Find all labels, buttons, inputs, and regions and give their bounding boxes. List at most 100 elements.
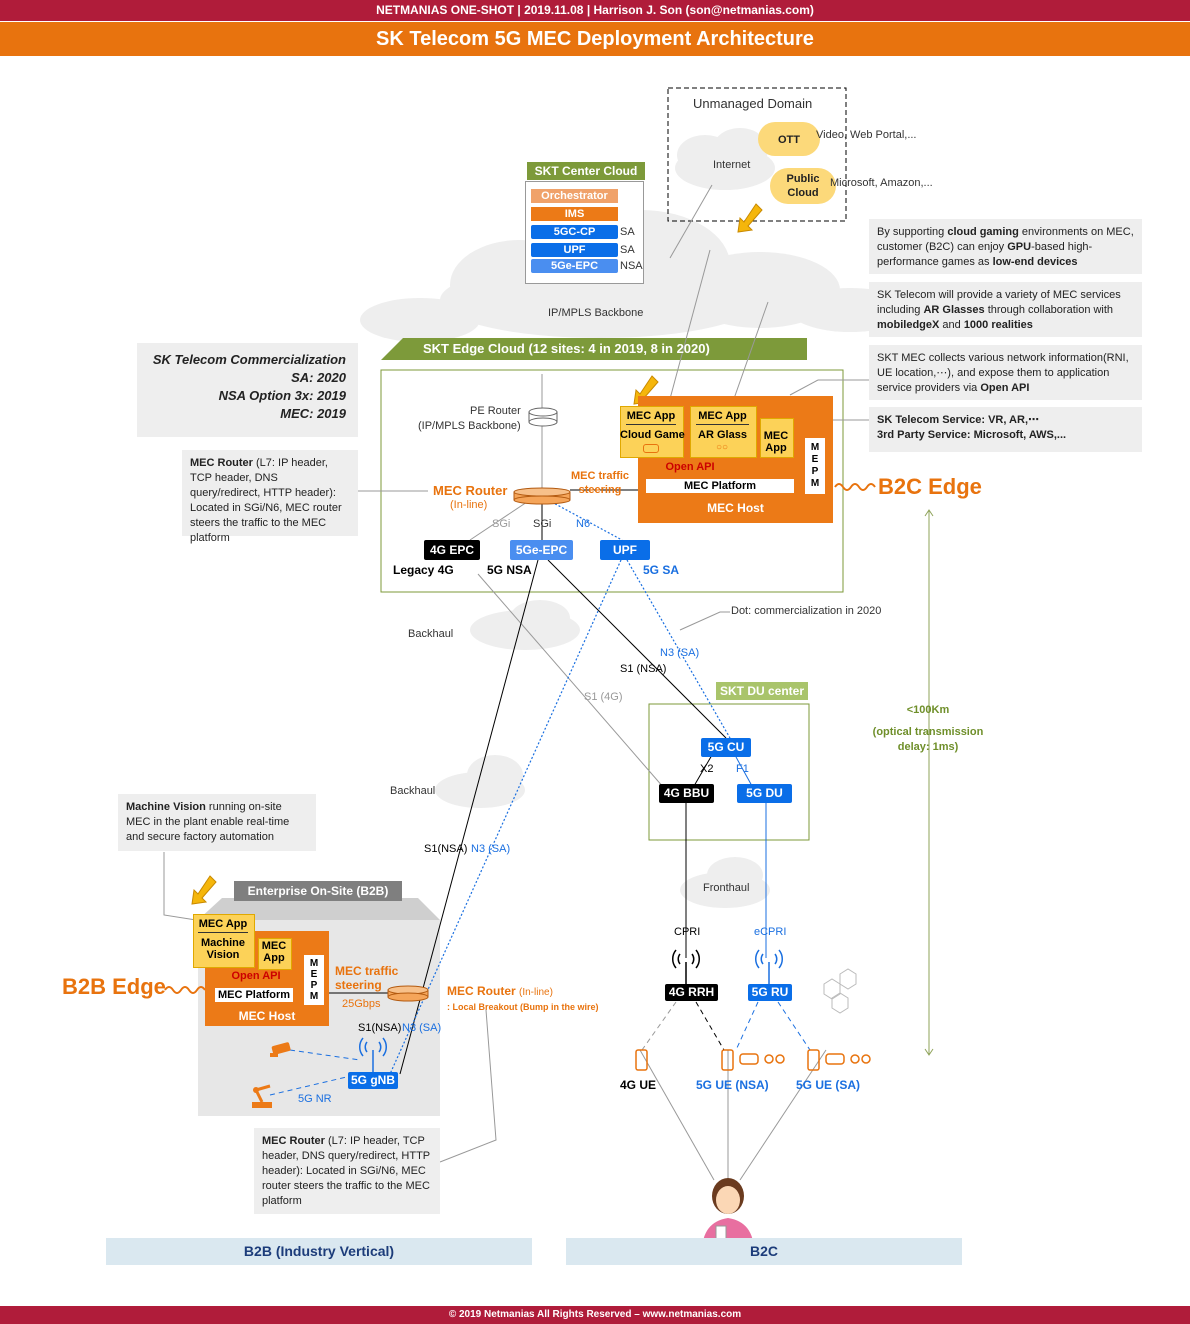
mec-platform-box: MEC Platform	[215, 988, 293, 1002]
upf-box: UPF	[600, 540, 650, 560]
mec-app-cloud-game[interactable]	[620, 406, 684, 458]
x2-label: X2	[700, 763, 714, 775]
open-api-label: Open API	[231, 970, 281, 982]
mec-router-inline: (In-line)	[450, 499, 488, 511]
mec-app-title: MEC App	[698, 410, 747, 422]
5g-nsa-label: 5G NSA	[487, 563, 532, 577]
vr-headset-icon	[739, 1053, 759, 1065]
n6-label: N6	[576, 518, 591, 530]
enterprise-onsite-title: Enterprise On-Site (B2B)	[234, 881, 402, 901]
b2b-section-label: B2B (Industry Vertical)	[106, 1238, 532, 1265]
s1-nsa-label: S1(NSA)	[358, 1022, 402, 1034]
s1-nsa-label: S1(NSA)	[424, 843, 468, 855]
hexagon-icon	[823, 968, 857, 1014]
s1-nsa-label: S1 (NSA)	[620, 663, 667, 675]
mec-router-label: MEC Router	[433, 483, 508, 498]
robot-arm-icon	[252, 1084, 272, 1108]
backbone-label: IP/MPLS Backbone	[548, 307, 644, 319]
ott-description: Video, Web Portal,...	[816, 129, 917, 141]
4g-ue-label: 4G UE	[620, 1078, 657, 1092]
mec-services-note: SK Telecom will provide a variety of MEC…	[869, 282, 1142, 337]
cloud-game-label: Cloud Game	[620, 429, 685, 441]
fronthaul-label: Fronthaul	[703, 882, 750, 894]
backhaul-label: Backhaul	[390, 785, 436, 797]
vr-headset-icon	[825, 1053, 845, 1065]
mec-app-ar-glass[interactable]	[690, 406, 757, 458]
cloud-gaming-note: By supporting cloud gaming environments …	[869, 219, 1142, 274]
open-api-note: SKT MEC collects various network informa…	[869, 345, 1142, 400]
mec-router-note: MEC Router (L7: IP header, TCP header, D…	[182, 450, 358, 544]
5gc-cp-box: 5GC-CP	[531, 225, 618, 239]
5ge-epc-box: 5Ge-EPC	[510, 540, 573, 560]
ott-label: OTT	[778, 134, 800, 146]
ott-cloud-icon	[758, 122, 820, 156]
service-list-note: SK Telecom Service: VR, AR,⋯3rd Party Se…	[869, 407, 1142, 452]
dot-note: Dot: commercialization in 2020	[731, 605, 882, 617]
internet-cloud	[675, 128, 775, 190]
center-cloud-title: SKT Center Cloud	[527, 162, 645, 180]
mec-router-icon	[513, 487, 571, 505]
cpri-label: CPRI	[674, 926, 701, 938]
b2b-mec-router-note: MEC Router (L7: IP header, TCP header, D…	[254, 1128, 440, 1214]
unmanaged-domain-title: Unmanaged Domain	[693, 96, 813, 111]
ru-antenna-icon	[755, 949, 783, 984]
5g-gnb-box: 5G gNB	[348, 1072, 398, 1089]
b2c-edge-label: B2C Edge	[878, 474, 982, 499]
5g-ue-sa-label: 5G UE (SA)	[796, 1078, 861, 1092]
mec-host-label: MEC Host	[707, 501, 764, 515]
5g-sa-label: 5G SA	[643, 563, 680, 577]
nsa-tag: NSA	[620, 260, 643, 272]
backhaul-label: Backhaul	[408, 628, 454, 640]
backhaul-cloud	[435, 600, 770, 908]
n3-sa-label: N3 (SA)	[660, 647, 700, 659]
du-center-title: SKT DU center	[716, 682, 808, 700]
public-cloud-icon	[770, 168, 836, 204]
glasses-icon: ○○	[715, 442, 729, 453]
gnb-antenna-icon	[359, 1037, 387, 1072]
local-breakout-label: : Local Breakout (Bump in the wire)	[447, 1002, 599, 1012]
mec-app-small[interactable]	[258, 938, 292, 970]
mec-host-label: MEC Host	[238, 1009, 296, 1023]
page-title: SK Telecom 5G MEC Deployment Architectur…	[0, 22, 1190, 56]
pe-router-icon	[528, 407, 558, 427]
machine-vision-note: Machine Vision running on-site MEC in th…	[118, 794, 316, 851]
orchestrator-box: Orchestrator	[531, 189, 618, 203]
4g-bbu-box: 4G BBU	[659, 784, 714, 803]
phone-icon	[807, 1049, 820, 1071]
unmanaged-domain-box	[667, 87, 847, 222]
n3-sa-label: N3 (SA)	[471, 843, 511, 855]
bandwidth-label: 25Gbps	[342, 998, 381, 1010]
5g-ue-nsa-label: 5G UE (NSA)	[696, 1078, 769, 1092]
rrh-antenna-icon	[672, 949, 700, 984]
b2b-mec-router-icon	[387, 985, 429, 1002]
ar-glasses-icon	[850, 1054, 860, 1064]
legacy-4g-label: Legacy 4G	[393, 563, 454, 577]
mec-app-small[interactable]	[760, 418, 794, 458]
4g-rrh-box: 4G RRH	[665, 984, 718, 1001]
mec-app-title: MEC App	[198, 918, 248, 930]
5g-cu-box: 5G CU	[701, 738, 751, 757]
camera-icon	[270, 1042, 291, 1057]
f1-label: F1	[736, 763, 749, 775]
ar-glasses-icon	[764, 1054, 774, 1064]
top-banner: NETMANIAS ONE-SHOT | 2019.11.08 | Harris…	[0, 0, 1190, 21]
phone-icon	[721, 1049, 734, 1071]
n3-sa-label: N3 (SA)	[402, 1022, 442, 1034]
internet-label: Internet	[713, 159, 751, 171]
5g-ru-box: 5G RU	[748, 984, 792, 1001]
sgi-label: SGi	[492, 518, 511, 530]
5ge-epc-box: 5Ge-EPC	[531, 259, 618, 273]
sgi-label: SGi	[533, 518, 552, 530]
edge-cloud-title: SKT Edge Cloud (12 sites: 4 in 2019, 8 i…	[423, 341, 710, 356]
mec-app-machine-vision[interactable]	[193, 914, 255, 968]
s1-4g-label: S1 (4G)	[584, 691, 623, 703]
ims-box: IMS	[531, 207, 618, 221]
